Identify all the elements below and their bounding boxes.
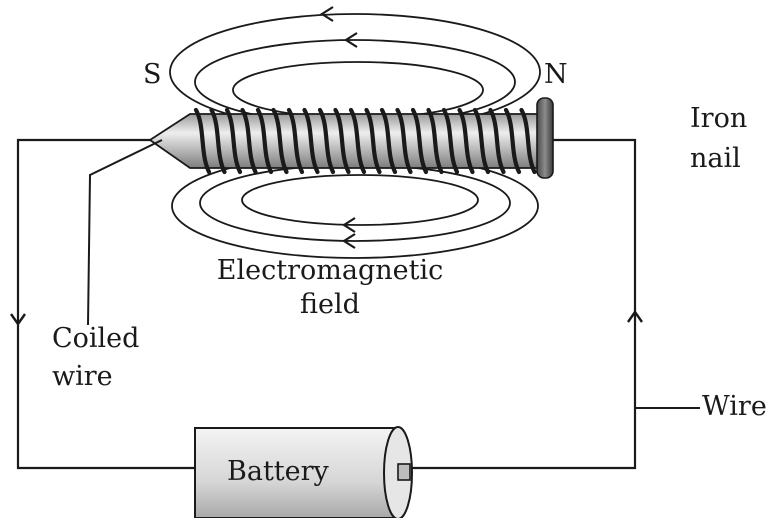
coil-turn [488,107,506,175]
field-arrow-upper-mid-icon [343,32,358,48]
upper-field-loops [169,13,541,131]
current-arrow-up-icon [627,309,643,323]
iron-nail-label-line2: nail [690,143,741,174]
coil-turn [426,107,444,175]
right-wire [410,138,637,470]
coil-turn [271,107,289,175]
coil-turn [472,107,491,175]
coil-turn [410,107,429,175]
coil-turn [364,107,382,175]
nail-head [536,97,554,179]
coil-turn [348,107,367,175]
battery-terminal [397,463,411,481]
coil-turn [519,107,537,175]
iron-nail-label-line1: Iron [690,103,748,134]
field-label-line2: field [300,289,360,320]
coil-turn [317,107,336,175]
coil-turn [224,107,243,175]
field-arrow-lower-2-icon [341,233,356,249]
left-wire [16,138,195,470]
battery [194,426,413,518]
coil-turn [457,107,475,175]
battery-label: Battery [227,456,329,487]
current-arrow-down-icon [10,313,26,327]
coiled-wire-leader [87,139,163,326]
south-pole-label: S [143,59,162,90]
coil-turn [193,107,212,175]
coiled-wire-label-line2: wire [52,361,113,392]
field-arrow-lower-1-icon [341,217,356,233]
coil-turn [395,107,413,175]
coil-turn [503,107,522,175]
coil-turn [209,107,227,175]
coiled-wire-label-line1: Coiled [52,323,140,354]
lower-field-loops [171,153,539,259]
coil-turn [286,107,305,175]
field-label-line1: Electromagnetic [216,255,444,286]
field-arrow-top-icon [319,6,334,22]
coil-turn [255,107,274,175]
coil-turn [379,107,398,175]
coil-turn [333,107,351,175]
coil-turn [302,107,320,175]
north-pole-label: N [544,59,568,90]
coil-turn [240,107,258,175]
wire-label: Wire [702,391,767,422]
coil-windings [193,107,537,175]
coil-turn [441,107,460,175]
